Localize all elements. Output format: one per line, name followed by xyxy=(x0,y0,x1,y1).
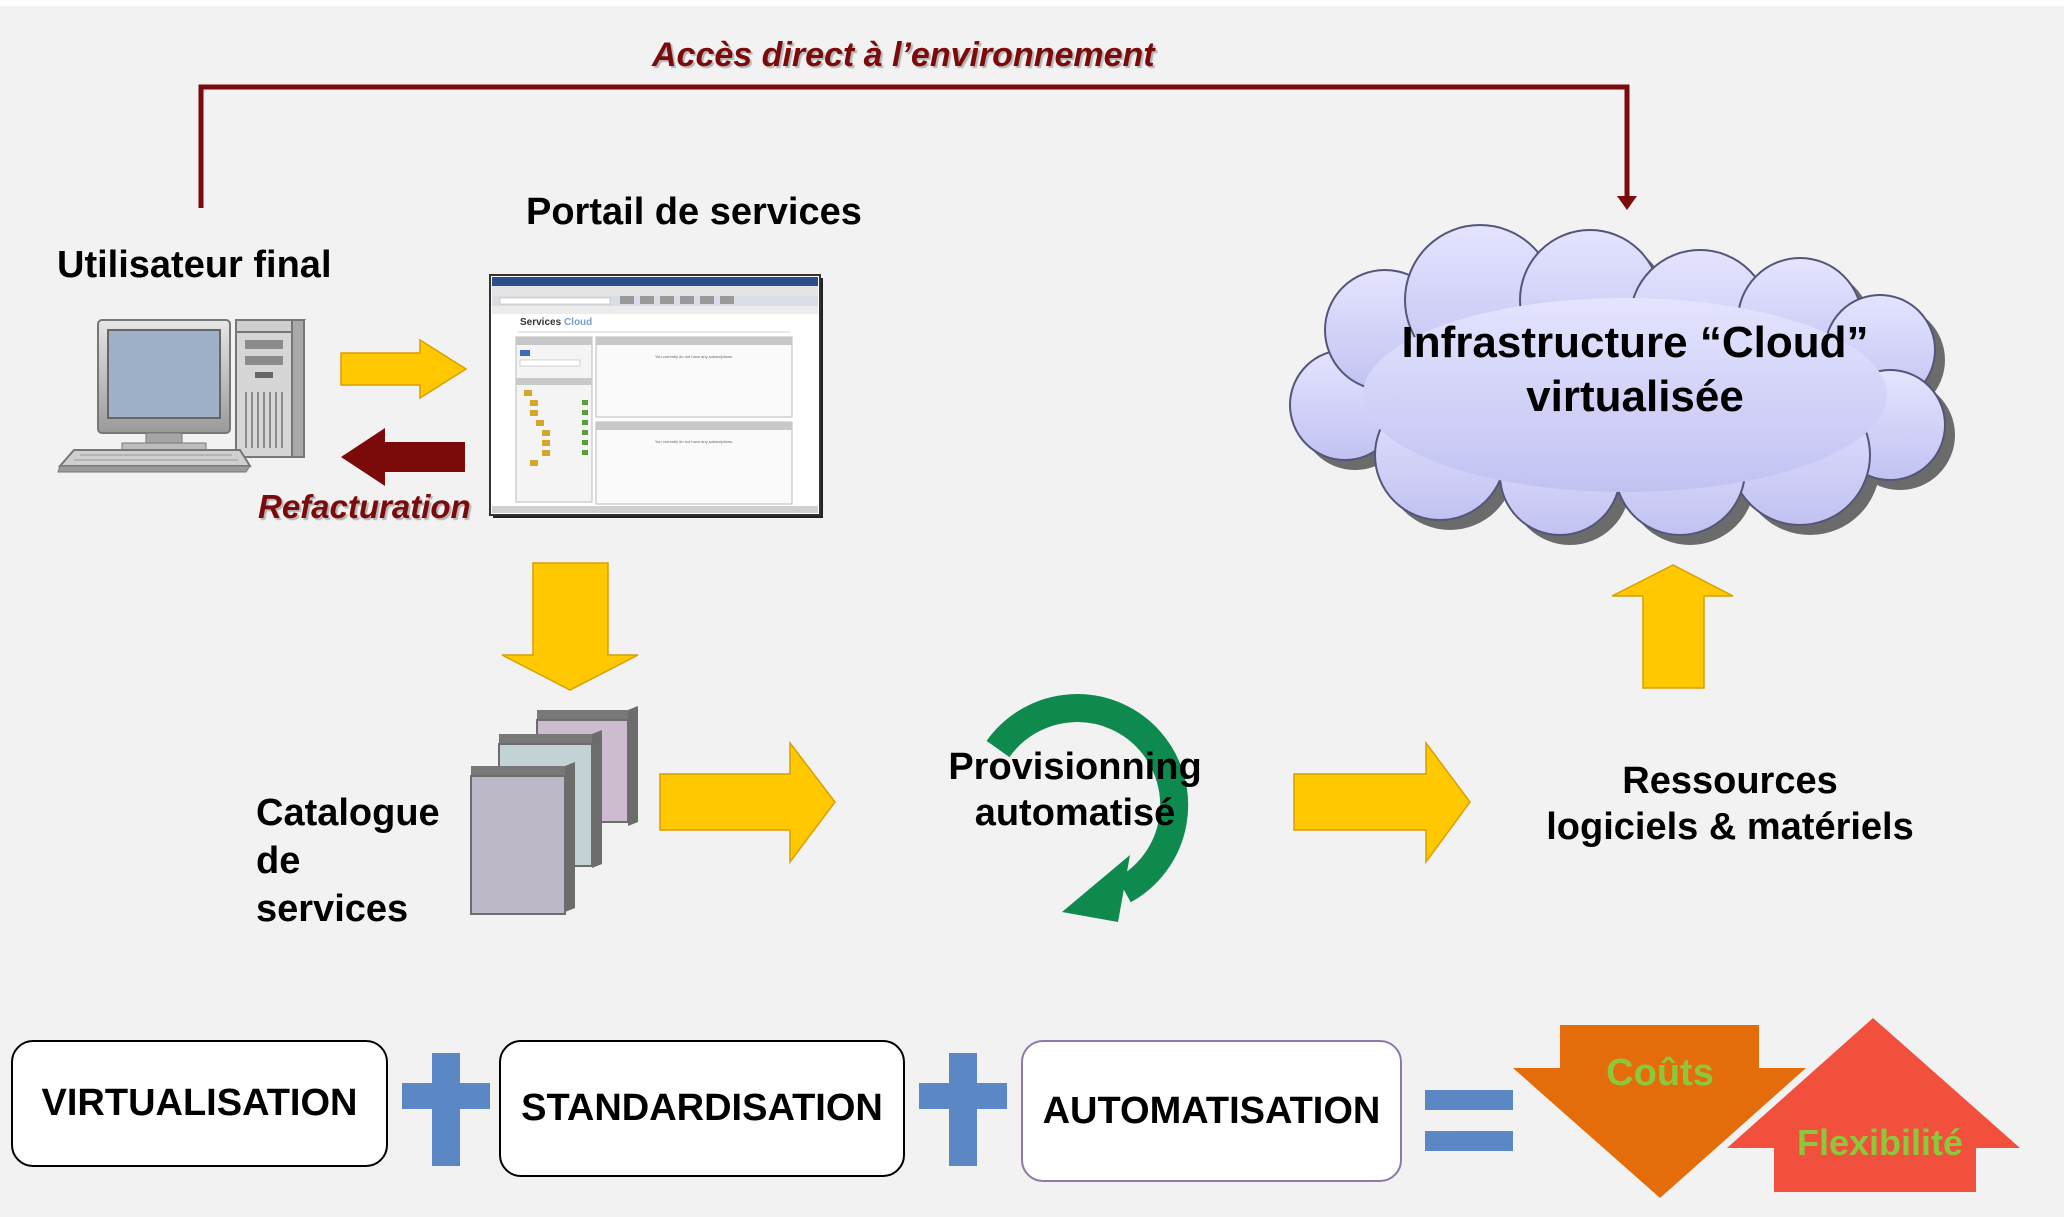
portal-to-catalog-arrow xyxy=(501,562,639,691)
resources-label-line1: Ressources xyxy=(1622,760,1838,802)
plus-sign-2 xyxy=(919,1053,1007,1166)
cloud-label-line2: virtualisée xyxy=(1526,372,1744,421)
cloud-label-line1: Infrastructure “Cloud” xyxy=(1401,318,1869,367)
provisioning-label: Provisionning automatisé xyxy=(920,744,1230,836)
desktop-computer-icon xyxy=(57,319,307,473)
provisioning-cycle-icon xyxy=(986,694,1189,922)
background-panel xyxy=(0,6,2064,1217)
automatisation-box: AUTOMATISATION xyxy=(1021,1040,1402,1182)
costs-label: Coûts xyxy=(1606,1052,1714,1094)
provisioning-label-line2: automatisé xyxy=(974,792,1176,834)
portal-screenshot: Services Cloud You currently do n xyxy=(489,274,823,518)
resources-label: Ressources logiciels & matériels xyxy=(1510,758,1950,850)
catalog-books-icon xyxy=(470,706,638,915)
resources-to-cloud-arrow xyxy=(1611,564,1734,689)
equals-sign xyxy=(1425,1090,1513,1151)
catalog-label: Catalogue de services xyxy=(256,789,440,933)
portal-empty-message-2: You currently do not have any subscripti… xyxy=(655,439,733,444)
provisioning-to-resources-arrow xyxy=(1293,740,1471,865)
portal-screenshot-title: Services Cloud xyxy=(520,317,592,328)
catalog-label-line3: services xyxy=(256,888,409,930)
resources-label-line2: logiciels & matériels xyxy=(1546,806,1914,848)
plus-sign-1 xyxy=(402,1053,490,1166)
catalog-label-line1: Catalogue xyxy=(256,792,440,834)
portal-empty-message-1: You currently do not have any subscripti… xyxy=(655,354,733,359)
virtualisation-box: VIRTUALISATION xyxy=(11,1040,388,1167)
request-arrow xyxy=(340,338,468,400)
cloud-shape xyxy=(1289,224,1955,545)
rebilling-arrow xyxy=(341,428,465,486)
provisioning-label-line1: Provisionning xyxy=(948,746,1202,788)
standardisation-box: STANDARDISATION xyxy=(499,1040,905,1177)
cloud-label: Infrastructure “Cloud” virtualisée xyxy=(1335,316,1935,424)
portal-label: Portail de services xyxy=(526,191,862,233)
flexibility-up-arrow xyxy=(1727,1018,2020,1192)
costs-down-arrow xyxy=(1513,1025,1806,1198)
catalog-label-line2: de xyxy=(256,840,301,882)
flexibility-label: Flexibilité xyxy=(1796,1122,1964,1163)
direct-access-connector xyxy=(198,84,1637,210)
end-user-label: Utilisateur final xyxy=(57,244,332,286)
catalog-to-provisioning-arrow xyxy=(659,740,836,865)
rebilling-label: Refacturation xyxy=(258,488,471,525)
direct-access-label: Accès direct à l’environnement xyxy=(652,36,1155,74)
